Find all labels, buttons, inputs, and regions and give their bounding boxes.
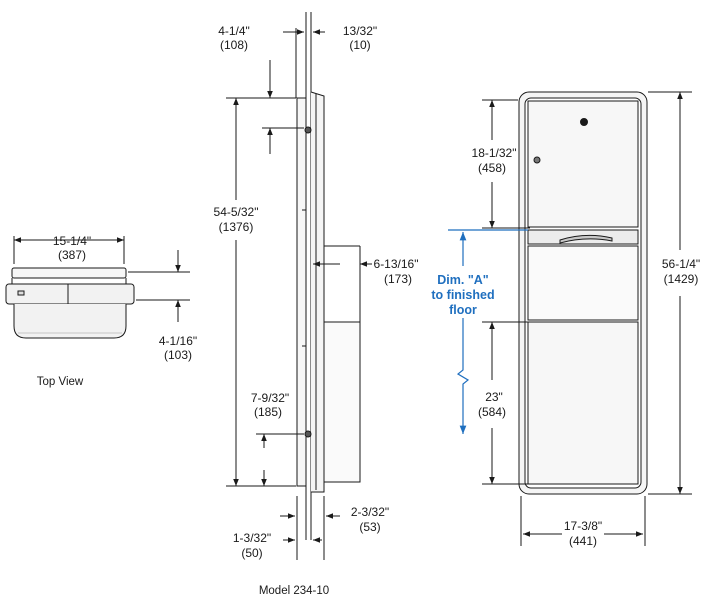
side-flange-metric: (50) <box>241 546 262 560</box>
dim-a-line1: Dim. "A" <box>437 273 489 287</box>
front-total-imperial: 56-1/4" <box>662 257 700 271</box>
side-flange-imperial: 1-3/32" <box>233 531 271 545</box>
side-wall-imperial: 13/32" <box>343 24 377 38</box>
side-projection-imperial: 6-13/16" <box>374 257 419 271</box>
top-depth-imperial: 4-1/16" <box>159 334 197 348</box>
front-upper-imperial: 18-1/32" <box>472 146 517 160</box>
side-projection-metric: (173) <box>384 272 412 286</box>
side-recess-metric: (53) <box>359 520 380 534</box>
dim-a-indicator <box>448 229 528 434</box>
model-caption: Model 234-10 <box>259 585 329 597</box>
front-lower-imperial: 23" <box>485 390 503 404</box>
front-total-metric: (1429) <box>664 272 699 286</box>
side-top-offset-imperial: 4-1/4" <box>218 24 250 38</box>
top-width-metric: (387) <box>58 248 86 262</box>
front-upper-metric: (458) <box>478 161 506 175</box>
side-wall-metric: (10) <box>349 38 370 52</box>
side-recess-imperial: 2-3/32" <box>351 505 389 519</box>
top-view-caption: Top View <box>37 376 84 388</box>
front-width-metric: (441) <box>569 534 597 548</box>
side-height-imperial: 54-5/32" <box>214 205 259 219</box>
front-lower-metric: (584) <box>478 405 506 419</box>
side-bottom-offset-imperial: 7-9/32" <box>251 391 289 405</box>
top-width-imperial: 15-1/4" <box>53 234 91 248</box>
side-height-metric: (1376) <box>219 220 254 234</box>
top-depth-metric: (103) <box>164 348 192 362</box>
dim-a-line2: to finished <box>431 288 494 302</box>
front-view <box>482 91 692 546</box>
side-bottom-offset-metric: (185) <box>254 405 282 419</box>
top-view <box>5 236 190 339</box>
front-width-imperial: 17-3/8" <box>564 519 602 533</box>
side-view <box>226 12 372 560</box>
dim-a-line3: floor <box>449 303 477 317</box>
side-top-offset-metric: (108) <box>220 38 248 52</box>
